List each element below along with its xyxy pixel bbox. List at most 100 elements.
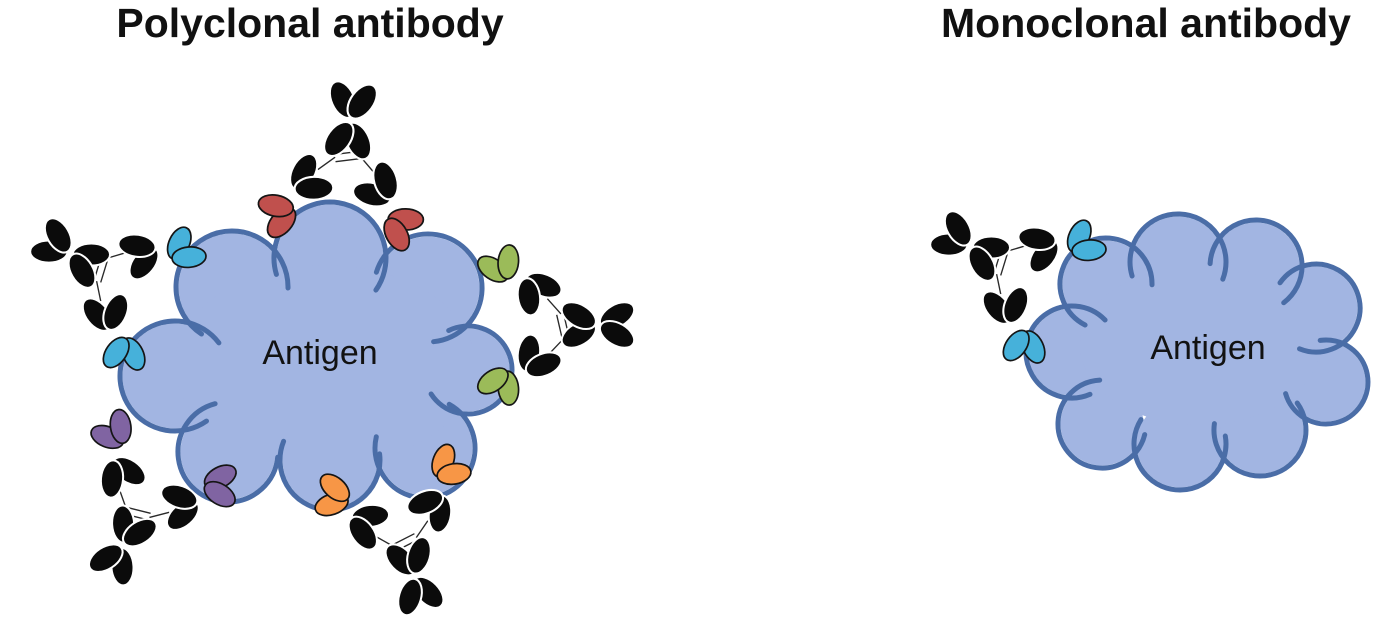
cloud-scallop-outline: [1211, 400, 1309, 479]
ig-domain-pair: [352, 160, 399, 208]
hinge-disulfide-bonds: [119, 490, 170, 521]
hinge-disulfide-bonds: [993, 245, 1025, 295]
monoclonal-antigen-cloud: Antigen: [1023, 211, 1371, 493]
antigen-binding-tip: [1002, 329, 1046, 364]
domain-ellipse: [516, 277, 542, 317]
antigen-binding-tip: [90, 408, 132, 450]
domain-ellipse: [257, 193, 295, 218]
antigen-binding-tip: [166, 226, 207, 269]
polyclonal-antigen-cloud-body: [122, 204, 510, 508]
domain-ellipse: [160, 483, 199, 510]
domain-ellipse: [372, 160, 399, 201]
ig-domain-pair: [516, 271, 563, 317]
ig-domain-pair: [160, 483, 200, 531]
cloud-core-fill: [1080, 265, 1320, 425]
monoclonal-title: Monoclonal antibody: [941, 0, 1351, 46]
cloud-scallop-outline: [271, 199, 389, 293]
ig-domain-pair: [323, 120, 373, 161]
cloud-core-fill: [175, 265, 475, 465]
ig-domain-pair: [406, 488, 453, 534]
ig-domain-pair: [117, 233, 160, 281]
ig-domain-pair: [289, 152, 335, 201]
ig-domain-pair: [598, 301, 636, 349]
domain-ellipse: [121, 517, 158, 548]
ig-domain-pair: [967, 235, 1012, 282]
domain-ellipse: [171, 246, 207, 269]
monoclonal-antigen-cloud-label: Antigen: [1150, 329, 1265, 367]
domain-ellipse: [117, 233, 157, 259]
polyclonal-antigen-cloud: Antigen: [117, 199, 515, 513]
domain-ellipse: [203, 480, 236, 508]
ig-domain-pair: [347, 503, 391, 551]
antibody-green-tipped: [476, 244, 636, 406]
domain-ellipse: [43, 217, 73, 254]
domain-ellipse: [1002, 329, 1030, 362]
antibody-red-tipped: [257, 80, 425, 252]
domain-ellipse: [383, 217, 411, 252]
antibody-cyan-tipped: [929, 210, 1107, 364]
domain-ellipse: [476, 367, 509, 395]
domain-ellipse: [943, 210, 973, 247]
antigen-binding-tip: [431, 443, 472, 486]
domain-ellipse: [524, 351, 563, 379]
domain-ellipse: [406, 536, 432, 575]
antibody-orange-tipped: [314, 443, 472, 617]
cloud-scallop-outline: [1127, 211, 1229, 282]
domain-ellipse: [1071, 239, 1107, 262]
domain-ellipse: [436, 462, 472, 486]
domain-ellipse: [87, 543, 124, 573]
ig-domain-pair: [111, 504, 158, 548]
domain-ellipse: [346, 83, 378, 120]
domain-ellipse: [67, 252, 97, 289]
cloud-scallop-outline: [175, 401, 281, 505]
antigen-binding-tip: [314, 473, 351, 517]
domain-ellipse: [598, 319, 636, 349]
polyclonal-title: Polyclonal antibody: [116, 0, 504, 46]
ig-domain-pair: [99, 456, 147, 499]
antibody-cyan-tipped: [29, 217, 207, 371]
domain-ellipse: [323, 120, 355, 158]
hinge-disulfide-bonds: [93, 252, 125, 302]
ig-domain-pair: [981, 286, 1030, 325]
ig-domain-pair: [384, 536, 432, 577]
antigen-binding-tip: [476, 367, 520, 406]
domain-ellipse: [99, 459, 125, 499]
antigen-binding-tip: [102, 336, 146, 371]
ig-domain-pair: [929, 210, 973, 257]
antigen-binding-tip: [257, 193, 297, 239]
domain-ellipse: [1002, 286, 1030, 324]
antigen-binding-tip: [383, 207, 425, 252]
domain-ellipse: [102, 336, 130, 369]
ig-domain-pair: [67, 242, 112, 289]
domain-ellipse: [397, 577, 423, 617]
hinge-disulfide-bonds: [546, 298, 570, 353]
antigen-binding-tip: [476, 244, 520, 283]
cloud-scallop-outline: [173, 228, 291, 337]
antigen-binding-tip: [203, 464, 237, 508]
hinge-disulfide-bonds: [376, 520, 429, 551]
domain-ellipse: [1017, 226, 1057, 252]
ig-domain-pair: [328, 80, 378, 120]
domain-ellipse: [497, 244, 520, 280]
ig-domain-pair: [560, 301, 597, 349]
cloud-scallop-outline: [1055, 377, 1148, 471]
ig-domain-pair: [81, 293, 130, 332]
ig-domain-pair: [1017, 226, 1060, 274]
domain-ellipse: [293, 175, 335, 201]
domain-ellipse: [406, 488, 445, 516]
antibody-purple-tipped: [87, 408, 237, 587]
domain-ellipse: [967, 245, 997, 282]
antigen-binding-tip: [1066, 219, 1107, 262]
ig-domain-pair: [29, 217, 73, 264]
cloud-scallop-outline: [1207, 217, 1305, 306]
hinge-disulfide-bonds: [317, 150, 374, 173]
ig-domain-pair: [397, 575, 445, 617]
cloud-scallop-outline: [1131, 417, 1229, 493]
domain-ellipse: [109, 408, 132, 445]
domain-ellipse: [102, 293, 130, 331]
domain-ellipse: [560, 301, 597, 331]
cloud-scallop-outline: [1277, 261, 1363, 355]
polyclonal-antigen-cloud-label: Antigen: [262, 334, 377, 372]
